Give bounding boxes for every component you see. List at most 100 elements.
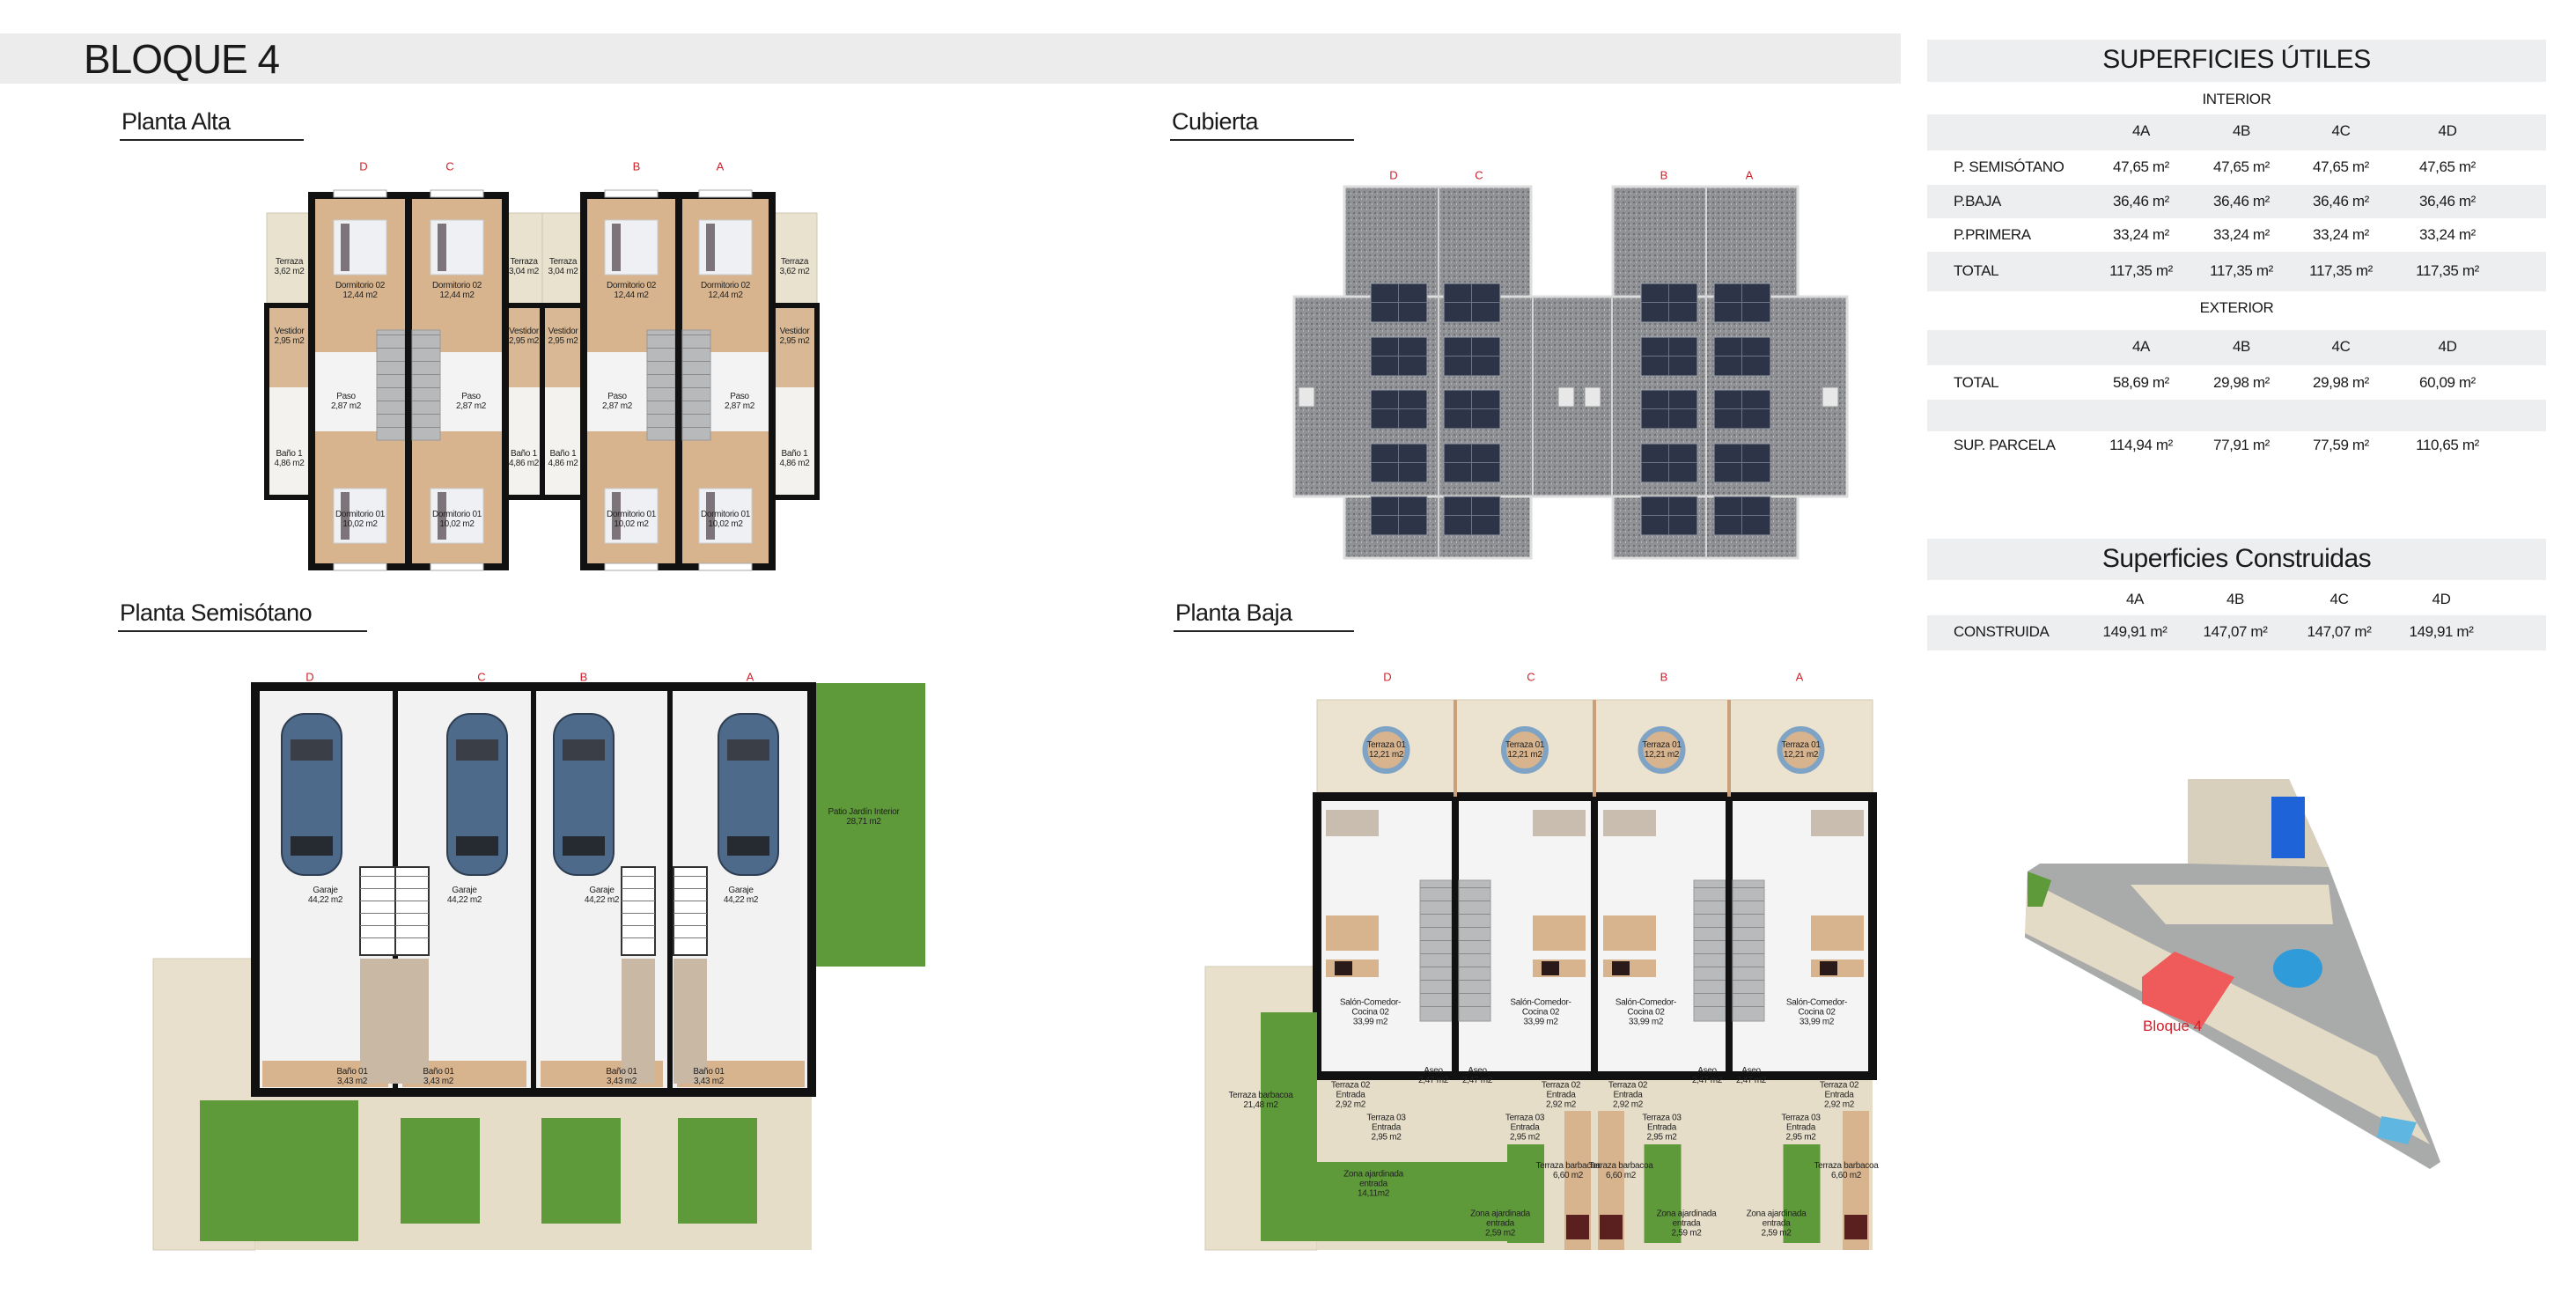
column-header: 4A [2132, 122, 2150, 139]
dining-table-icon [1326, 915, 1379, 951]
solar-panel-cell-line [1641, 408, 1697, 409]
row-label: SUP. PARCELA [1954, 437, 2056, 453]
dressing-room-area [267, 305, 312, 387]
solar-panel-cell-line [1371, 515, 1427, 516]
exterior-label: EXTERIOR [2199, 299, 2274, 316]
column-header: 4A [2126, 591, 2144, 607]
cell-value: 36,46 m² [2213, 193, 2270, 210]
bed-blanket-icon [612, 224, 621, 271]
solar-panel-cell-line [1444, 356, 1500, 357]
stair-step [1694, 980, 1726, 981]
room-name: Dormitorio 01 [431, 510, 482, 519]
window [604, 562, 659, 571]
cell-value: 147,07 m² [2307, 623, 2372, 640]
room-area: 2,59 m2 [1761, 1228, 1792, 1239]
stair-step [1694, 927, 1726, 928]
stair-step [412, 361, 440, 362]
room-name: Dormitorio 02 [606, 281, 657, 290]
room-area: 3,04 m2 [508, 267, 540, 276]
solar-panel-cell-line [1444, 302, 1500, 303]
entrance-garden [401, 1118, 480, 1224]
solar-panel-cell-line [1371, 408, 1427, 409]
stair-step [647, 361, 675, 362]
stair-step [395, 937, 429, 938]
title-band [1927, 539, 2546, 580]
interior-garden [812, 683, 925, 967]
solar-panel-cell-line [1641, 356, 1697, 357]
stair-step [377, 348, 405, 349]
unit-wall [1591, 797, 1598, 1076]
room-name: Baño 1 [276, 449, 303, 459]
cell-value: 149,91 m² [2409, 623, 2474, 640]
unit-letter: D [1389, 168, 1398, 182]
stair-step [1459, 980, 1490, 981]
car-rear-window-icon [291, 836, 333, 856]
room-name: Terraza 01 [1642, 740, 1682, 750]
bed-blanket-icon [438, 224, 446, 271]
car-rear-window-icon [727, 836, 769, 856]
bed-blanket-icon [341, 224, 350, 271]
header-bar [0, 33, 1901, 84]
cell-value: 33,24 m² [2419, 226, 2476, 243]
room-area: 2,92 m2 [1335, 1099, 1366, 1110]
room-name: Terraza barbacoa [1228, 1091, 1293, 1100]
stair-step [360, 876, 395, 877]
room-area: 12,21 m2 [1507, 750, 1542, 760]
room-name: Dormitorio 01 [700, 510, 751, 519]
roof-unit-divider [1438, 187, 1439, 558]
stair-step [1459, 887, 1490, 888]
window [333, 562, 387, 571]
room-name: Terraza 03 Entrada [1505, 1113, 1545, 1133]
superficies-utiles-title: SUPERFICIES ÚTILES [2102, 45, 2371, 74]
terrace-divider [1727, 700, 1731, 797]
sofa-icon [1326, 810, 1379, 836]
entrance-garden [1261, 1162, 1507, 1241]
car-rear-window-icon [456, 836, 498, 856]
cell-value: 33,24 m² [2213, 226, 2270, 243]
dining-table-icon [1533, 915, 1586, 951]
corridor [360, 959, 395, 1084]
car-windshield-icon [291, 739, 333, 761]
room-name: Terraza [510, 257, 538, 267]
stair-step [647, 387, 675, 388]
column-header: 4C [2331, 122, 2351, 139]
stair-step [682, 414, 710, 415]
window [698, 189, 753, 198]
staircase [673, 866, 708, 956]
window [333, 189, 387, 198]
stair-step [1459, 1006, 1490, 1007]
window [698, 562, 753, 571]
room-name: Terraza 01 [1781, 740, 1821, 750]
car-rear-window-icon [563, 836, 605, 856]
room-area: 2,95 m2 [1371, 1132, 1402, 1143]
cooktop-icon [1612, 961, 1630, 975]
corridor [673, 959, 707, 1084]
section-title-cubierta: Cubierta [1172, 108, 1259, 135]
solar-panel-cell-line [1371, 302, 1427, 303]
room-area: 2,95 m2 [1785, 1132, 1816, 1143]
cell-value: 47,65 m² [2113, 158, 2169, 175]
room-name: Dormitorio 01 [606, 510, 657, 519]
car-windshield-icon [727, 739, 769, 761]
room-area: 12,21 m2 [1644, 750, 1680, 760]
cell-value: 77,91 m² [2213, 437, 2270, 453]
column-header: 4B [2233, 338, 2250, 355]
stair-step [1420, 1006, 1452, 1007]
room-area: 4,86 m2 [274, 459, 305, 468]
room-name: Vestidor [548, 327, 578, 336]
room-area: 2,95 m2 [548, 336, 578, 346]
section-underline [120, 139, 304, 141]
